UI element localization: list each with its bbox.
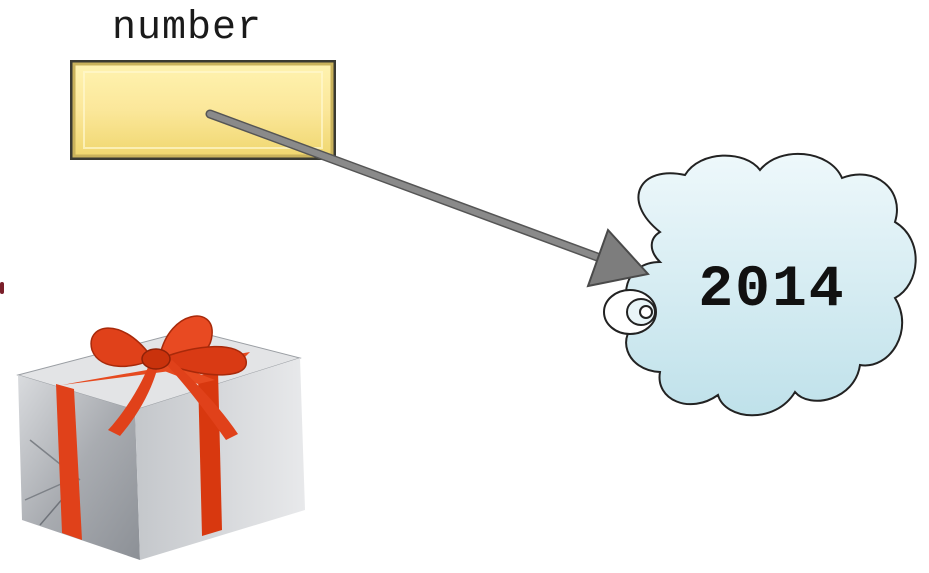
pointer-arrow xyxy=(205,109,650,288)
gift-icon xyxy=(16,315,305,560)
variable-box xyxy=(70,60,336,160)
slide-edge-mark xyxy=(0,282,4,294)
variable-name-label: number xyxy=(112,6,263,51)
variable-value-label: 2014 xyxy=(698,258,846,323)
thought-cloud xyxy=(603,152,917,417)
